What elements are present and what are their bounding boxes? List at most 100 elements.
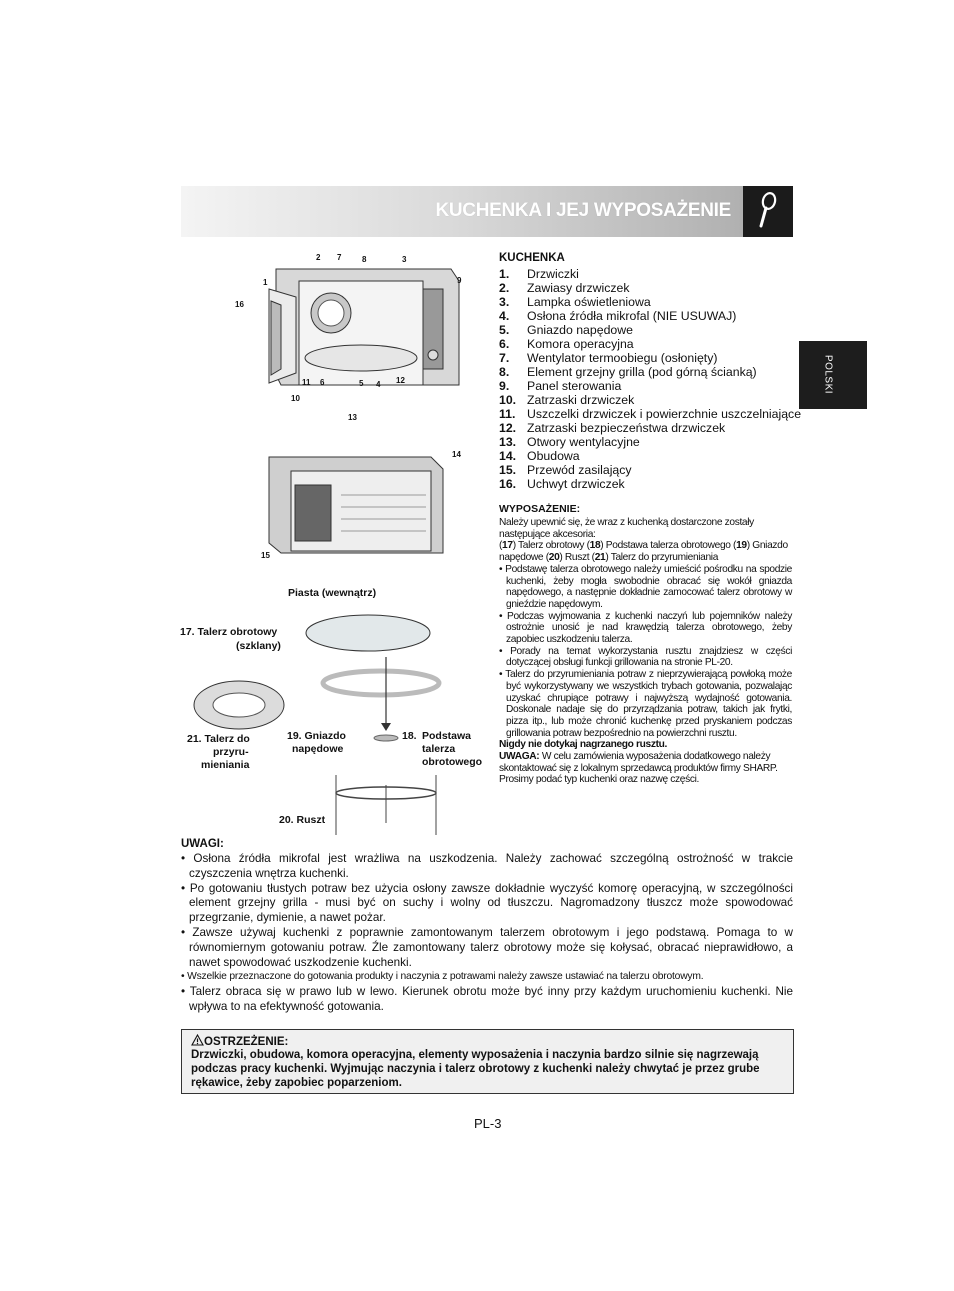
rack-illustration (335, 775, 437, 835)
part-item: 1. Drzwiczki (499, 267, 799, 281)
rack-label: 20. Ruszt (279, 814, 326, 826)
part-number: 15 (261, 551, 270, 560)
turntable-label-sub: (szklany) (236, 640, 281, 652)
part-label: Obudowa (527, 449, 580, 463)
notes-heading: UWAGI: (181, 838, 224, 850)
roller-ring-label-3: obrotowego (422, 756, 483, 768)
part-label: Otwory wentylacyjne (527, 435, 640, 449)
part-number: 1 (263, 278, 268, 287)
part-number-label: 15. (499, 463, 517, 477)
note-item: • Zawsze używaj kuchenki z poprawnie zam… (181, 925, 793, 969)
part-item: 2.Zawiasy drzwiczek (499, 281, 799, 295)
rack-warning: Nigdy nie dotykaj nagrzanego rusztu. (499, 739, 667, 751)
accessories-intro: Należy upewnić się, że wraz z kuchenką d… (499, 517, 754, 540)
accessories-bullet: • Podczas wyjmowania z kuchenki naczyń l… (499, 610, 792, 646)
section-title: KUCHENKA I JEJ WYPOSAŻENIE (435, 200, 731, 221)
part-number-label: 10. (499, 393, 517, 407)
part-item: 13. Otwory wentylacyjne (499, 435, 799, 449)
part-number-label: 1. (499, 267, 510, 281)
part-item: 4. Osłona źródła mikrofal (NIE USUWAJ) (499, 309, 799, 323)
roller-ring-illustration (320, 668, 442, 698)
part-number-label: 5. (499, 323, 510, 337)
oven-front-illustration (268, 268, 460, 386)
note-item: • Osłona źródła mikrofal jest wrażliwa n… (181, 852, 793, 880)
part-number: 2 (316, 253, 321, 262)
part-item: 12. Zatrzaski bezpieczeństwa drzwiczek (499, 421, 799, 435)
part-item: 5. Gniazdo napędowe (499, 323, 799, 337)
part-number: 12 (396, 376, 405, 385)
part-number-label: 7. (499, 351, 510, 365)
warning-heading: OSTRZEŻENIE: (191, 1033, 288, 1048)
part-number: 8 (362, 255, 367, 264)
part-label: Osłona źródła mikrofal (NIE USUWAJ) (527, 309, 737, 323)
part-item: 15.Przewód zasilający (499, 463, 799, 477)
accessories-heading: WYPOSAŻENIE: (499, 503, 581, 515)
part-number-label: 3. (499, 295, 510, 309)
part-item: 16.Uchwyt drzwiczek (499, 477, 799, 491)
roller-ring-number: 18. (402, 730, 417, 742)
part-item: 9. Panel sterowania (499, 379, 799, 393)
part-label: Element grzejny grilla (pod górną ściank… (527, 365, 757, 379)
notes-list: • Osłona źródła mikrofal jest wrażliwa n… (181, 852, 793, 1015)
part-number: 11 (302, 378, 311, 387)
page-number: PL-3 (474, 1116, 502, 1131)
part-number-label: 4. (499, 309, 510, 323)
crisp-plate-label-2: przyru- (213, 746, 249, 758)
part-number: 16 (235, 300, 244, 309)
part-number: 7 (337, 253, 342, 262)
warning-triangle-icon (191, 1033, 204, 1046)
oven-heading: KUCHENKA (499, 252, 565, 264)
part-number-label: 16. (499, 477, 517, 491)
warning-text: Drzwiczki, obudowa, komora operacyjna, e… (191, 1049, 760, 1089)
part-label: Lampka oświetleniowa (527, 295, 651, 309)
part-number: 6 (320, 378, 325, 387)
accessories-list: (17) Talerz obrotowy (18) Podstawa taler… (499, 540, 788, 564)
part-label: Panel sterowania (527, 379, 622, 393)
part-number-label: 13. (499, 435, 517, 449)
part-label: Gniazdo napędowe (527, 323, 633, 337)
part-label: Drzwiczki (527, 267, 579, 281)
language-tab: POLSKI (799, 341, 867, 409)
part-item: 8. Element grzejny grilla (pod górną ścia… (499, 365, 799, 379)
part-number: 14 (452, 450, 461, 459)
part-item: 14.Obudowa (499, 449, 799, 463)
part-label: Komora operacyjna (527, 337, 634, 351)
spoon-icon (743, 186, 793, 237)
note-item: • Wszelkie przeznaczone do gotowania pro… (181, 971, 704, 983)
part-number: 13 (348, 413, 357, 422)
drive-coupling-label-2: napędowe (292, 743, 344, 755)
roller-ring-label: Podstawa (422, 730, 472, 742)
accessories-bullet: • Talerz do przyrumieniania potraw z nie… (499, 669, 792, 739)
note-item: • Talerz obraca się w prawo lub w lewo. … (181, 985, 793, 1013)
turntable-illustration (305, 614, 431, 652)
part-number: 5 (359, 379, 364, 388)
part-item: 7. Wentylator termoobiegu (osłonięty) (499, 351, 799, 365)
part-label: Zatrzaski bezpieczeństwa drzwiczek (527, 421, 726, 435)
part-number: 10 (291, 394, 300, 403)
turntable-label: 17. Talerz obrotowy (180, 626, 278, 638)
part-number-label: 2. (499, 281, 510, 295)
crisp-plate-label-3: mieniania (201, 759, 250, 771)
order-note: UWAGA: W celu zamówienia wyposażenia dod… (499, 751, 778, 786)
part-number-label: 9. (499, 379, 510, 393)
accessories-text: Należy upewnić się, że wraz z kuchenką d… (499, 517, 792, 786)
language-tab-label: POLSKI (822, 354, 834, 395)
part-number-label: 8. (499, 365, 510, 379)
accessories-bullet: • Porady na temat wykorzystania rusztu z… (499, 645, 792, 669)
crisp-plate-label: 21. Talerz do (187, 733, 250, 745)
drive-coupling-illustration (373, 734, 399, 742)
part-item: 10.Zatrzaski drzwiczek (499, 393, 799, 407)
oven-back-illustration (268, 456, 444, 554)
oven-diagram (193, 268, 460, 835)
part-number: 4 (376, 380, 381, 389)
part-number-label: 6. (499, 337, 510, 351)
warning-box: OSTRZEŻENIE: Drzwiczki, obudowa, komora … (181, 1029, 794, 1094)
part-item: 3. Lampka oświetleniowa (499, 295, 799, 309)
drive-coupling-label: 19. Gniazdo (287, 730, 346, 742)
part-number: 3 (402, 255, 407, 264)
part-number: 9 (457, 276, 462, 285)
part-item: 6. Komora operacyjna (499, 337, 799, 351)
part-label: Wentylator termoobiegu (osłonięty) (527, 351, 718, 365)
part-number-label: 12. (499, 421, 517, 435)
